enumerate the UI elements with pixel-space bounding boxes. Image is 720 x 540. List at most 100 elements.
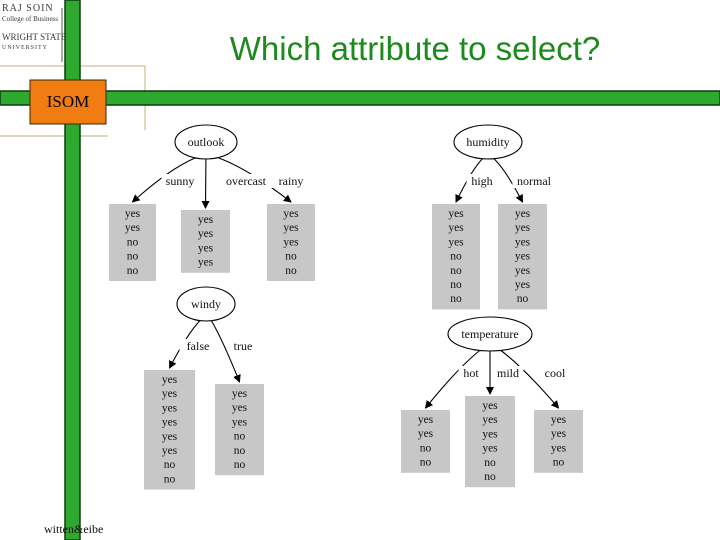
windy-node: [176, 286, 236, 322]
outlook-leaf-1-value-1: yes: [198, 228, 214, 240]
humidity-leaf-box-1: [498, 204, 547, 310]
temperature-branch-label-bg-1: [492, 366, 524, 380]
humidity-leaf-0-value-1: yes: [448, 222, 464, 234]
temperature-leaf-1-value-4: no: [484, 457, 496, 469]
logo-line-2: College of Business: [2, 15, 58, 23]
humidity-branch-label-bg-1: [512, 174, 556, 188]
outlook-branch-label-0: sunny: [166, 174, 195, 188]
outlook-branch-label-2: rainy: [279, 174, 304, 188]
windy-leaf-1-value-4: no: [234, 445, 246, 457]
logo-line-3: WRIGHT STATE: [2, 32, 67, 42]
temperature-branch-line-0: [424, 349, 481, 409]
outlook-leaf-0-value-0: yes: [125, 208, 141, 220]
humidity-leaf-0-value-3: no: [450, 251, 462, 263]
temperature-leaf-1-value-3: yes: [482, 443, 498, 455]
outlook-branch-label-bg-1: [218, 174, 274, 188]
humidity-node-label: humidity: [466, 135, 509, 149]
humidity-branch-label-0: high: [471, 174, 492, 188]
windy-leaf-1-value-1: yes: [232, 402, 248, 414]
humidity-leaf-0-value-0: yes: [448, 208, 464, 220]
college-logo: RAJ SOIN College of Business WRIGHT STAT…: [0, 0, 66, 62]
temperature-branch-label-bg-2: [539, 366, 571, 380]
outlook-branch-label-1: overcast: [226, 174, 267, 188]
temperature-leaf-1-value-1: yes: [482, 414, 498, 426]
outlook-leaf-2-value-2: yes: [283, 236, 299, 248]
humidity-leaf-0-value-4: no: [450, 265, 462, 277]
outlook-leaf-2-value-3: no: [285, 251, 297, 263]
windy-leaf-0-value-5: yes: [162, 445, 178, 457]
windy-branch-label-bg-1: [227, 339, 259, 353]
outlook-leaf-1-value-0: yes: [198, 214, 214, 226]
temperature-leaf-1-value-5: no: [484, 471, 496, 483]
humidity-branch-label-bg-0: [466, 174, 498, 188]
windy-node-label: windy: [191, 297, 221, 311]
humidity-leaf-1-value-3: yes: [515, 251, 531, 263]
outlook-branch-label-bg-0: [161, 174, 199, 188]
isom-badge: ISOM: [46, 92, 90, 111]
humidity-leaf-1-value-6: no: [517, 293, 529, 305]
humidity-leaf-1-value-5: yes: [515, 279, 531, 291]
temperature-leaf-box-2: [534, 410, 583, 473]
isom-badge-box: [29, 79, 107, 125]
temperature-leaf-0-value-1: yes: [418, 428, 434, 440]
temperature-leaf-0-value-3: no: [420, 457, 432, 469]
windy-leaf-0-value-0: yes: [162, 374, 178, 386]
windy-leaf-0-value-1: yes: [162, 388, 178, 400]
windy-leaf-1-value-0: yes: [232, 388, 248, 400]
temperature-leaf-2-value-2: yes: [551, 442, 567, 454]
windy-branch-line-1: [210, 319, 241, 383]
outlook-leaf-0-value-4: no: [127, 265, 139, 277]
temperature-leaf-2-value-3: no: [553, 457, 565, 469]
humidity-leaf-1-value-4: yes: [515, 265, 531, 277]
footer-credit: witten&eibe: [44, 522, 104, 536]
outlook-leaf-box-2: [267, 204, 315, 281]
windy-leaf-1-value-5: no: [234, 459, 246, 471]
humidity-leaf-0-value-2: yes: [448, 236, 464, 248]
temperature-leaf-0-value-2: no: [420, 442, 432, 454]
outlook-leaf-0-value-2: no: [127, 236, 139, 248]
slide-title: Which attribute to select?: [229, 30, 601, 67]
temperature-branch-label-0: hot: [463, 366, 479, 380]
windy-leaf-box-0: [144, 370, 195, 490]
temperature-branch-label-bg-0: [458, 366, 484, 380]
temperature-node-label: temperature: [461, 327, 518, 341]
temperature-leaf-box-1: [465, 396, 515, 488]
humidity-node: [453, 124, 523, 160]
windy-leaf-0-value-7: no: [164, 473, 176, 485]
temperature-leaf-0-value-0: yes: [418, 414, 434, 426]
windy-branch-label-1: true: [234, 339, 253, 353]
temperature-branch-label-2: cool: [545, 366, 566, 380]
humidity-leaf-0-value-6: no: [450, 293, 462, 305]
temperature-leaf-2-value-0: yes: [551, 414, 567, 426]
outlook-leaf-box-1: [181, 210, 230, 273]
outlook-leaf-0-value-3: no: [127, 251, 139, 263]
windy-leaf-0-value-6: no: [164, 459, 176, 471]
outlook-leaf-box-0: [109, 204, 156, 281]
humidity-leaf-1-value-2: yes: [515, 236, 531, 248]
temperature-branch-line-2: [499, 349, 560, 409]
temperature-leaf-2-value-1: yes: [551, 428, 567, 440]
vertical-green-bar: [64, 0, 81, 540]
temperature-leaf-1-value-2: yes: [482, 428, 498, 440]
temperature-node: [447, 316, 533, 352]
humidity-branch-label-1: normal: [517, 174, 552, 188]
outlook-leaf-1-value-3: yes: [198, 257, 214, 269]
humidity-leaf-1-value-1: yes: [515, 222, 531, 234]
outlook-node: [174, 124, 238, 160]
windy-branch-label-bg-0: [179, 339, 217, 353]
windy-branch-label-0: false: [187, 339, 210, 353]
logo-line-1: RAJ SOIN: [2, 3, 54, 14]
windy-leaf-0-value-2: yes: [162, 402, 178, 414]
temperature-branch-label-1: mild: [497, 366, 519, 380]
windy-leaf-1-value-3: no: [234, 431, 246, 443]
windy-leaf-box-1: [215, 384, 264, 476]
outlook-branch-label-bg-2: [272, 174, 310, 188]
humidity-leaf-0-value-5: no: [450, 279, 462, 291]
windy-leaf-1-value-2: yes: [232, 416, 248, 428]
temperature-leaf-1-value-0: yes: [482, 400, 498, 412]
humidity-leaf-box-0: [432, 204, 480, 310]
humidity-branch-line-1: [492, 157, 523, 203]
windy-leaf-0-value-4: yes: [162, 431, 178, 443]
outlook-leaf-2-value-1: yes: [283, 222, 299, 234]
